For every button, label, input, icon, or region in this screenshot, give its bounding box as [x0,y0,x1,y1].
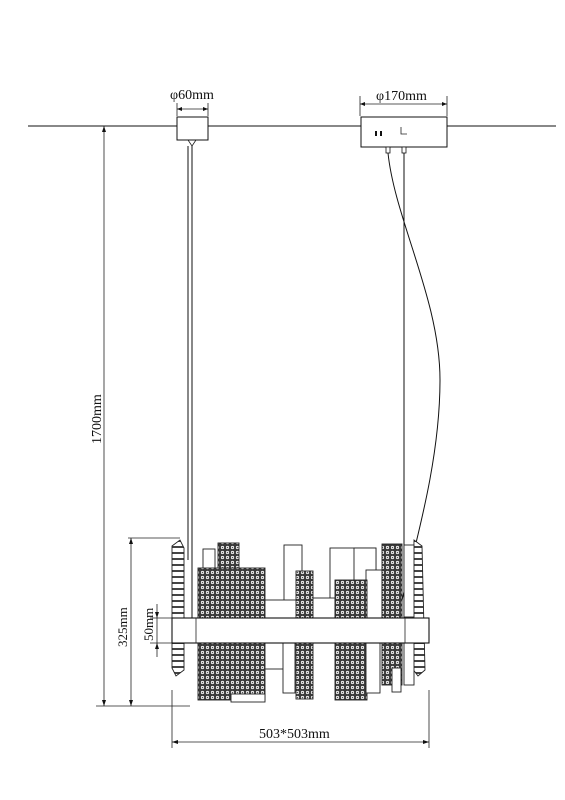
svg-text:φ60mm: φ60mm [170,88,214,103]
svg-text:φ170mm: φ170mm [376,89,427,104]
band-height-dimension: 50mm [141,604,172,657]
small-canopy [176,116,209,147]
width-dimension: 503*503mm [171,690,430,748]
mesh-panel [217,542,240,572]
svg-text:325mm: 325mm [115,607,130,647]
large-canopy-dimension: φ170mm [359,89,448,116]
svg-text:50mm: 50mm [141,608,156,641]
body-height-dimension: 325mm [115,537,180,706]
large-canopy [360,116,448,154]
svg-text:1700mm: 1700mm [90,394,105,444]
left-edge-panel [171,539,185,677]
overall-height-dimension: 1700mm [90,126,190,707]
mesh-panel [381,543,403,686]
central-band [171,617,430,644]
small-canopy-dimension: φ60mm [170,88,214,116]
lamp-body [171,539,430,703]
svg-text:503*503mm: 503*503mm [259,727,330,742]
